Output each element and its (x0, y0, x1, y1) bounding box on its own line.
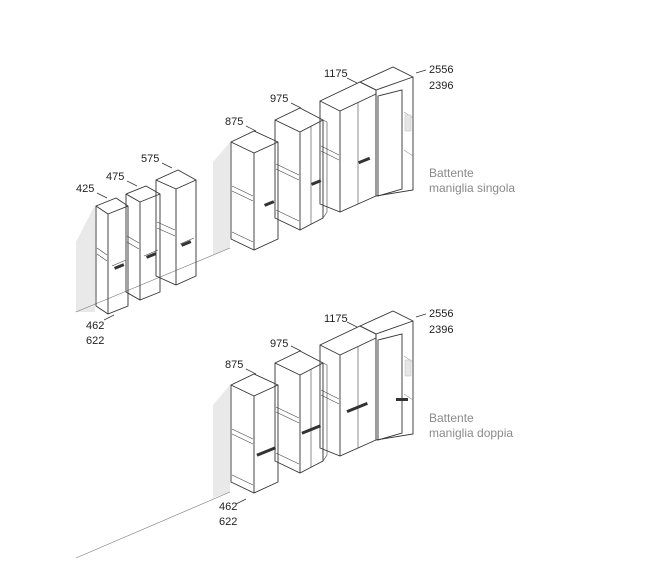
caption-title: Battente (429, 166, 474, 180)
diagram-double-handle: 875 975 1175 2556 2396 462 622 Battente … (75, 308, 513, 559)
height-label: 622 (219, 516, 237, 528)
height-label: 462 (219, 501, 237, 513)
width-label: 975 (270, 93, 288, 105)
handle (256, 446, 277, 457)
handle (346, 401, 368, 413)
handle (263, 200, 275, 207)
wardrobe-1175 (319, 66, 414, 213)
caption-subtitle: maniglia singola (429, 181, 515, 195)
width-label: 475 (106, 171, 124, 183)
open-unit-575 (155, 169, 197, 286)
diagram-single-handle: 425 475 575 875 975 1175 2556 2396 462 6… (75, 64, 515, 347)
open-unit-475 (125, 185, 161, 301)
depth-label-bottom: 2396 (429, 80, 453, 92)
handle (310, 179, 322, 186)
handle (358, 156, 371, 165)
width-label: 425 (76, 183, 94, 195)
depth-label-bottom: 2396 (429, 324, 453, 336)
wardrobe-975 (274, 107, 328, 231)
height-label: 462 (86, 320, 104, 332)
open-unit-425 (95, 197, 129, 315)
wardrobe-1175 (319, 310, 414, 457)
wardrobe-875 (230, 373, 279, 494)
width-label: 1175 (324, 68, 348, 80)
wardrobe-975 (274, 350, 328, 474)
width-label: 875 (225, 116, 243, 128)
width-label: 975 (270, 338, 288, 350)
wall-shadow (213, 142, 230, 255)
floor-line (75, 247, 231, 313)
width-label: 575 (141, 153, 159, 165)
floor-line (75, 491, 231, 559)
handle (301, 424, 322, 435)
handle (396, 398, 408, 401)
wall-shadow (76, 205, 95, 312)
caption-subtitle: maniglia doppia (429, 426, 513, 440)
wardrobe-875 (230, 130, 279, 251)
caption-title: Battente (429, 411, 474, 425)
width-label: 1175 (324, 313, 348, 325)
depth-label-top: 2556 (429, 64, 453, 76)
height-label: 622 (86, 335, 104, 347)
wall-shadow (213, 385, 230, 498)
depth-label-top: 2556 (429, 308, 453, 320)
width-label: 875 (225, 359, 243, 371)
